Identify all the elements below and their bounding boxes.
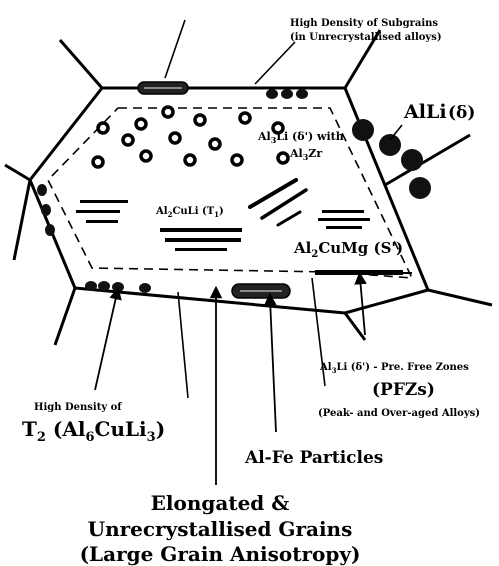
top-boundary-particles <box>266 89 308 99</box>
subgrains-leader <box>255 42 295 84</box>
grains-label-line3: (Large Grain Anisotropy) <box>80 542 361 566</box>
subgrains-label-line1: High Density of Subgrains <box>290 18 438 29</box>
t1-plates-center <box>160 228 242 251</box>
subgrain-line <box>165 20 185 78</box>
pfz-band <box>315 270 403 275</box>
t1-label: Al2CuLi (T1) <box>155 206 224 219</box>
alli-label: AlLi (δ) <box>403 101 475 123</box>
t2-label-line1: High Density of <box>34 402 122 413</box>
grain-leader-left <box>178 292 188 398</box>
pfz-label-line3: (Peak- and Over-aged Alloys) <box>318 408 480 419</box>
t2-leader <box>95 293 117 390</box>
t1-plates-inclined <box>250 180 306 225</box>
alfe-leader <box>270 299 276 432</box>
svg-text:AlLi: AlLi <box>403 101 447 123</box>
svg-text:(δ): (δ) <box>448 103 475 123</box>
subgrains-label-line2: (in Unrecrystallised alloys) <box>290 32 442 43</box>
alfe-label: Al-Fe Particles <box>244 448 383 468</box>
al3zr-label: Al3Zr <box>289 147 322 162</box>
pfz-label-line1: Al3Li (δ') - Pre. Free Zones <box>319 362 469 375</box>
s-prime-plates <box>318 210 370 229</box>
t2-label-line2: T2 (Al6CuLi3) <box>22 417 165 445</box>
al3li-label: Al3Li (δ') with <box>257 130 344 145</box>
t1-plates-left <box>76 200 128 223</box>
pfz-label-line2: (PFZs) <box>372 380 435 400</box>
s-prime-label: Al2CuMg (S') <box>293 239 403 260</box>
alli-delta-particles <box>352 119 431 199</box>
grains-label-line1: Elongated & <box>151 491 290 515</box>
grains-label-line2: Unrecrystallised Grains <box>88 517 353 541</box>
left-boundary-particles <box>37 184 55 236</box>
